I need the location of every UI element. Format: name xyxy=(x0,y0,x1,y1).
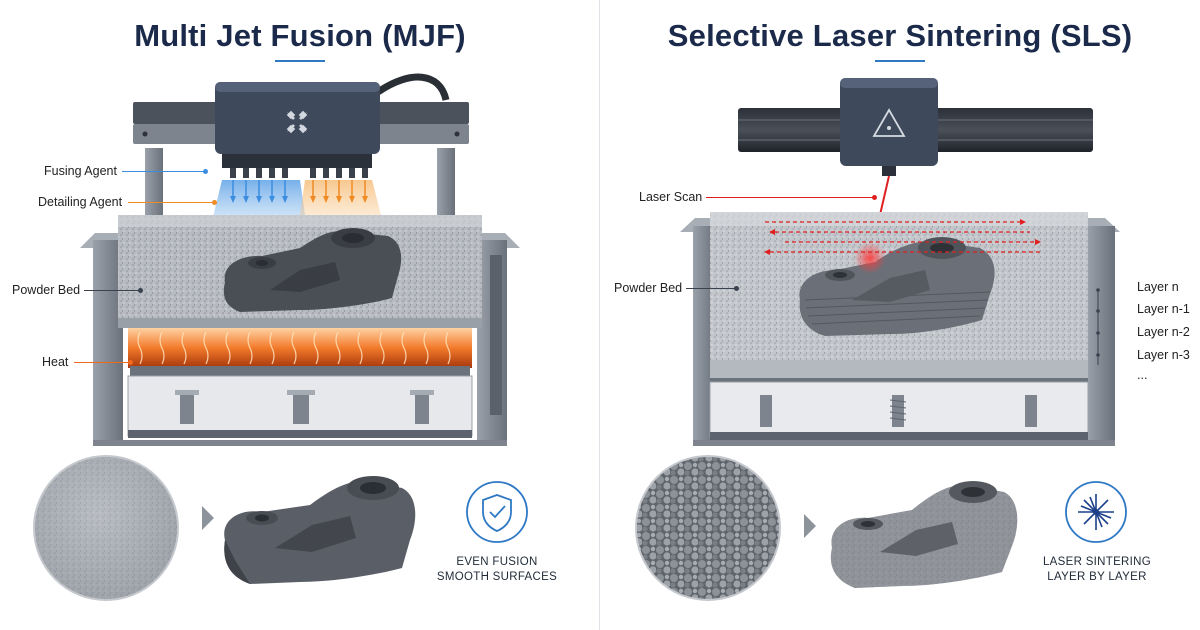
mjf-printhead xyxy=(215,82,380,178)
mjf-finished-part xyxy=(224,476,416,584)
mjf-caption-line2: SMOOTH SURFACES xyxy=(436,571,558,583)
mjf-heat-zone xyxy=(128,328,472,368)
dot-sls-powder-bed xyxy=(734,286,739,291)
sls-panel: Selective Laser Sintering (SLS) xyxy=(600,0,1200,630)
dot-powder-bed xyxy=(138,288,143,293)
mjf-title-underline xyxy=(275,60,325,62)
label-powder-bed: Powder Bed xyxy=(12,283,81,297)
leader-powder-bed xyxy=(84,290,140,291)
sls-machine-illustration xyxy=(635,78,1127,601)
panel-divider xyxy=(599,0,600,630)
sls-laser-spot xyxy=(854,242,886,274)
leader-detailing-agent xyxy=(128,202,214,203)
sls-caption-line1: LASER SINTERING xyxy=(1042,556,1152,568)
label-layer-n-1: Layer n-1 xyxy=(1137,302,1190,316)
mjf-caption: EVEN FUSION SMOOTH SURFACES xyxy=(432,555,562,585)
mjf-panel: Multi Jet Fusion (MJF) xyxy=(12,18,562,601)
sls-finished-part xyxy=(830,481,1018,588)
mjf-title: Multi Jet Fusion (MJF) xyxy=(134,18,466,53)
label-layer-n: Layer n xyxy=(1137,280,1179,294)
dot-detailing-agent xyxy=(212,200,217,205)
dot-heat xyxy=(128,360,133,365)
mjf-build-unit xyxy=(80,215,520,446)
dot-fusing-agent xyxy=(203,169,208,174)
mjf-machine-illustration xyxy=(33,73,528,601)
leader-sls-powder-bed xyxy=(686,288,736,289)
mjf-arrow-icon xyxy=(202,506,214,530)
label-fusing-agent: Fusing Agent xyxy=(44,164,117,178)
sls-arrow-icon xyxy=(804,514,816,538)
shield-check-icon xyxy=(466,481,528,543)
label-detailing-agent: Detailing Agent xyxy=(38,195,123,209)
label-heat: Heat xyxy=(42,355,69,369)
leader-laser-scan xyxy=(706,197,874,198)
label-layer-n-2: Layer n-2 xyxy=(1137,325,1190,339)
label-layer-n-3: Layer n-3 xyxy=(1137,348,1190,362)
sls-part-in-bed xyxy=(799,237,995,336)
sls-powder-sample xyxy=(635,455,781,601)
sls-caption-line2: LAYER BY LAYER xyxy=(1047,571,1147,583)
sls-build-unit xyxy=(680,212,1120,446)
sls-laser-head xyxy=(840,78,938,176)
mjf-part-in-bed xyxy=(223,228,402,312)
leader-heat xyxy=(74,362,130,363)
dot-laser-scan xyxy=(872,195,877,200)
label-layer-ellipsis: ... xyxy=(1137,368,1148,382)
sls-scan-paths xyxy=(765,221,1040,253)
label-laser-scan: Laser Scan xyxy=(639,190,703,204)
mjf-caption-line1: EVEN FUSION xyxy=(456,556,538,568)
sls-title-underline xyxy=(875,60,925,62)
label-sls-powder-bed: Powder Bed xyxy=(614,281,683,295)
leader-fusing-agent xyxy=(122,171,206,172)
sls-caption: LASER SINTERING LAYER BY LAYER xyxy=(1032,555,1162,585)
mjf-powder-sample xyxy=(33,455,179,601)
sls-title: Selective Laser Sintering (SLS) xyxy=(667,18,1133,53)
laser-burst-icon xyxy=(1065,481,1127,543)
